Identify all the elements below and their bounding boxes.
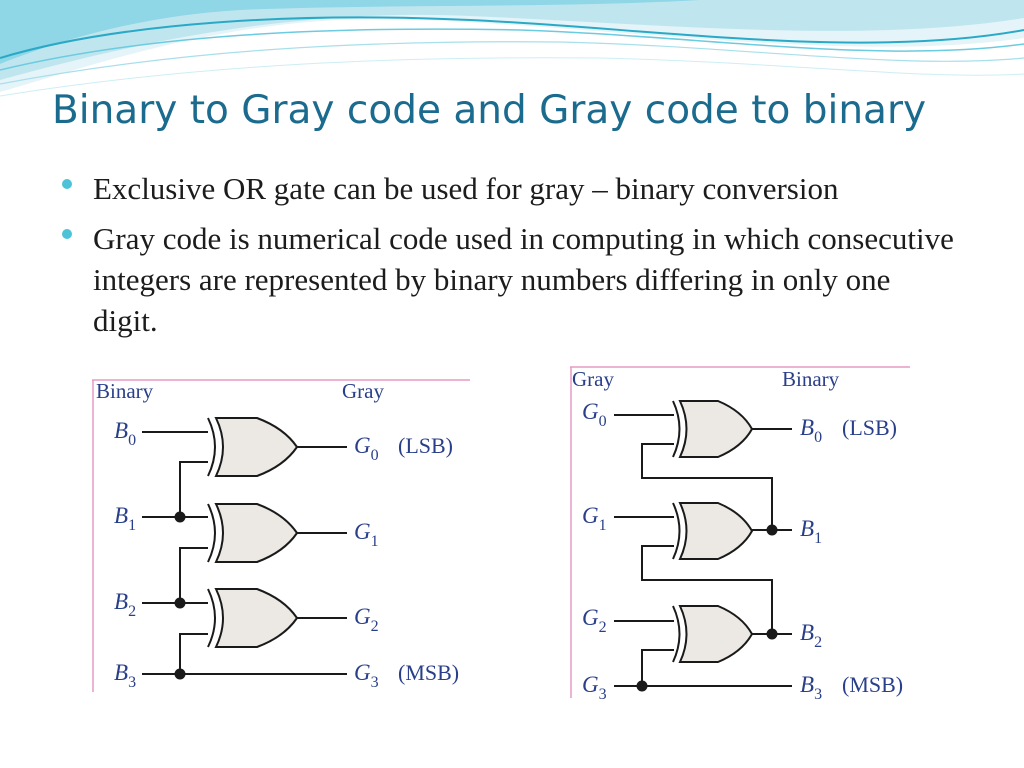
bullet-list: Exclusive OR gate can be used for gray –… — [62, 168, 962, 350]
junction-dot — [174, 668, 186, 680]
junction-dot — [174, 597, 186, 609]
header-left-label: Gray — [572, 367, 614, 391]
output-label-g2: G2 — [354, 604, 379, 635]
input-label-b2: B2 — [114, 589, 136, 620]
xor-gate-symbol — [207, 503, 299, 563]
bullet-dot-icon — [62, 179, 72, 189]
slide-title: Binary to Gray code and Gray code to bin… — [52, 88, 927, 133]
output-label-b0: B0 — [800, 415, 822, 446]
xor-gate-symbol — [672, 605, 754, 663]
output-label-g1: G1 — [354, 519, 379, 550]
xor-gate-symbol — [207, 417, 299, 477]
xor-gate-symbol — [207, 588, 299, 648]
input-label-g2: G2 — [582, 605, 607, 636]
xor-gate-symbol — [672, 400, 754, 458]
output-label-b3: B3 — [800, 672, 822, 700]
binary-to-gray-circuit: Binary Gray B0 B1 B2 B3 G0 (LSB) G — [92, 379, 470, 692]
output-label-g3: G3 — [354, 660, 379, 691]
bullet-item: Exclusive OR gate can be used for gray –… — [62, 168, 962, 209]
input-label-g0: G0 — [582, 399, 607, 430]
input-label-g3: G3 — [582, 672, 607, 700]
output-label-b1: B1 — [800, 516, 822, 547]
bullet-dot-icon — [62, 229, 72, 239]
header-waves-decoration — [0, 0, 1024, 97]
bullet-text: Exclusive OR gate can be used for gray –… — [93, 171, 839, 206]
junction-dot — [766, 524, 778, 536]
output-note-msb: (MSB) — [842, 672, 903, 697]
junction-dot — [636, 680, 648, 692]
output-label-g0: G0 — [354, 433, 379, 464]
output-note-lsb: (LSB) — [398, 433, 453, 458]
header-left-label: Binary — [96, 379, 154, 403]
input-label-b3: B3 — [114, 660, 136, 691]
junction-dot — [766, 628, 778, 640]
input-label-b1: B1 — [114, 503, 136, 534]
bullet-text: Gray code is numerical code used in comp… — [93, 221, 954, 338]
gray-to-binary-circuit: Gray Binary G0 G1 G2 G3 B0 — [570, 366, 910, 700]
output-note-msb: (MSB) — [398, 660, 459, 685]
junction-dot — [174, 511, 186, 523]
xor-gate-symbol — [672, 502, 754, 560]
output-note-lsb: (LSB) — [842, 415, 897, 440]
input-label-g1: G1 — [582, 503, 607, 534]
header-right-label: Gray — [342, 379, 384, 403]
header-right-label: Binary — [782, 367, 840, 391]
output-label-b2: B2 — [800, 620, 822, 651]
input-label-b0: B0 — [114, 418, 136, 449]
bullet-item: Gray code is numerical code used in comp… — [62, 218, 962, 341]
